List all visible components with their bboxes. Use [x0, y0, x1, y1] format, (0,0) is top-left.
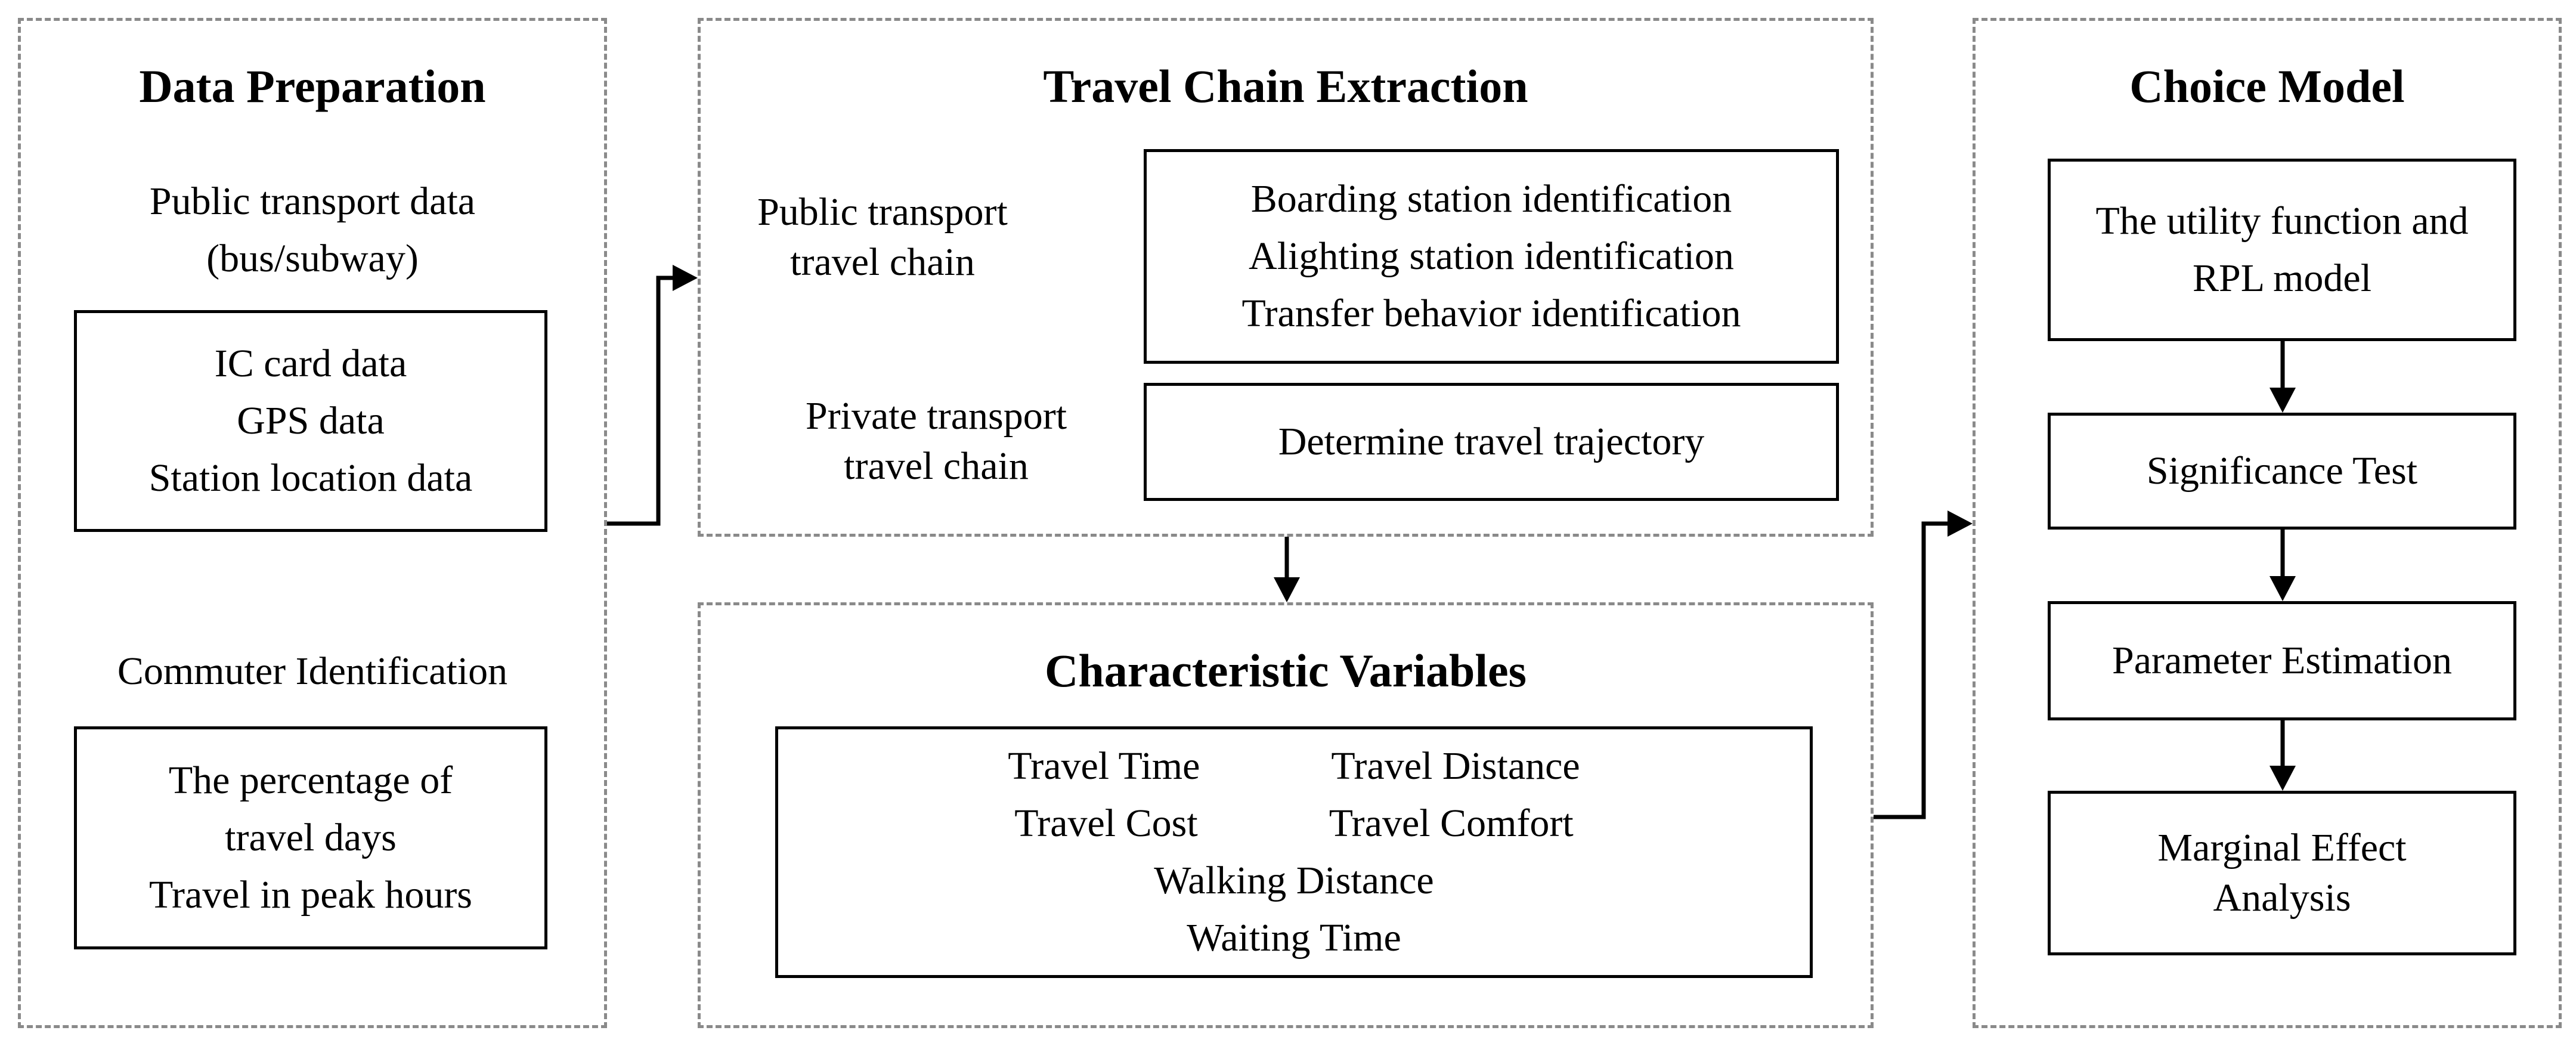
- arrowhead: [2270, 576, 2296, 601]
- data-preparation-panel: [18, 18, 607, 1028]
- box-line: RPL model: [2192, 256, 2372, 300]
- public-chain-steps-box: Boarding station identification Alightin…: [1144, 149, 1839, 364]
- arrowhead: [673, 265, 698, 291]
- private-chain-step-box: Determine travel trajectory: [1144, 383, 1839, 501]
- variable-item: Walking Distance: [1154, 859, 1434, 902]
- variable-item: Waiting Time: [1187, 916, 1401, 960]
- box-line: GPS data: [237, 399, 385, 442]
- travel-chain-title: Travel Chain Extraction: [1043, 60, 1528, 112]
- arrow-variables-to-model: [1874, 521, 1950, 819]
- box-line: Determine travel trajectory: [1278, 420, 1705, 463]
- choice-model-panel: [1973, 18, 2562, 1028]
- box-line: Transfer behavior identification: [1241, 292, 1741, 335]
- box-line: IC card data: [214, 342, 407, 385]
- box-line: travel days: [225, 816, 397, 859]
- box-line: Station location data: [148, 456, 473, 500]
- arrowhead: [1274, 577, 1300, 602]
- arrowhead: [1948, 510, 1973, 537]
- arrowhead: [2270, 388, 2296, 413]
- variables-box: Travel Time Travel Distance Travel Cost …: [775, 726, 1813, 978]
- characteristic-variables-panel: [698, 602, 1874, 1028]
- variables-row: Travel Cost Travel Comfort: [778, 795, 1810, 852]
- box-line: Boarding station identification: [1250, 177, 1732, 221]
- label-line: (bus/subway): [206, 237, 419, 280]
- marginal-effect-box: Marginal Effect Analysis: [2048, 791, 2516, 955]
- parameter-estimation-box: Parameter Estimation: [2048, 601, 2516, 720]
- characteristic-variables-title: Characteristic Variables: [1044, 645, 1527, 697]
- variable-item: Travel Distance: [1331, 744, 1580, 788]
- data-sources-box: IC card data GPS data Station location d…: [74, 310, 547, 532]
- variable-item: Travel Cost: [1014, 801, 1198, 845]
- label-line: Private transport: [805, 394, 1067, 438]
- public-transport-data-label: Public transport data (bus/subway): [18, 173, 607, 287]
- label-line: Public transport data: [149, 180, 476, 223]
- box-line: Alighting station identification: [1249, 234, 1734, 278]
- commuter-identification-label: Commuter Identification: [117, 649, 508, 693]
- commuter-criteria-box: The percentage of travel days Travel in …: [74, 726, 547, 949]
- box-line: Travel in peak hours: [149, 873, 472, 917]
- variable-item: Travel Comfort: [1329, 801, 1574, 845]
- travel-chain-panel: [698, 18, 1874, 537]
- significance-test-box: Significance Test: [2048, 413, 2516, 530]
- box-line: The utility function and: [2095, 199, 2469, 243]
- box-line: Parameter Estimation: [2112, 639, 2452, 682]
- label-line: Public transport: [757, 190, 1008, 234]
- data-preparation-title: Data Preparation: [139, 60, 486, 112]
- box-line: Significance Test: [2146, 449, 2418, 493]
- choice-model-title: Choice Model: [2129, 60, 2405, 112]
- box-line: Marginal Effect: [2157, 826, 2407, 869]
- box-line: Analysis: [2213, 876, 2351, 920]
- variable-item: Travel Time: [1008, 744, 1200, 788]
- label-line: travel chain: [844, 444, 1029, 488]
- public-transport-chain-label: Public transport travel chain: [727, 187, 1038, 287]
- arrowhead: [2270, 766, 2296, 791]
- label-line: travel chain: [790, 240, 975, 284]
- box-line: The percentage of: [168, 759, 453, 802]
- variables-row: Travel Time Travel Distance: [778, 738, 1810, 795]
- utility-function-box: The utility function and RPL model: [2048, 159, 2516, 341]
- private-transport-chain-label: Private transport travel chain: [739, 391, 1133, 491]
- arrow-prep-to-chain: [607, 276, 674, 526]
